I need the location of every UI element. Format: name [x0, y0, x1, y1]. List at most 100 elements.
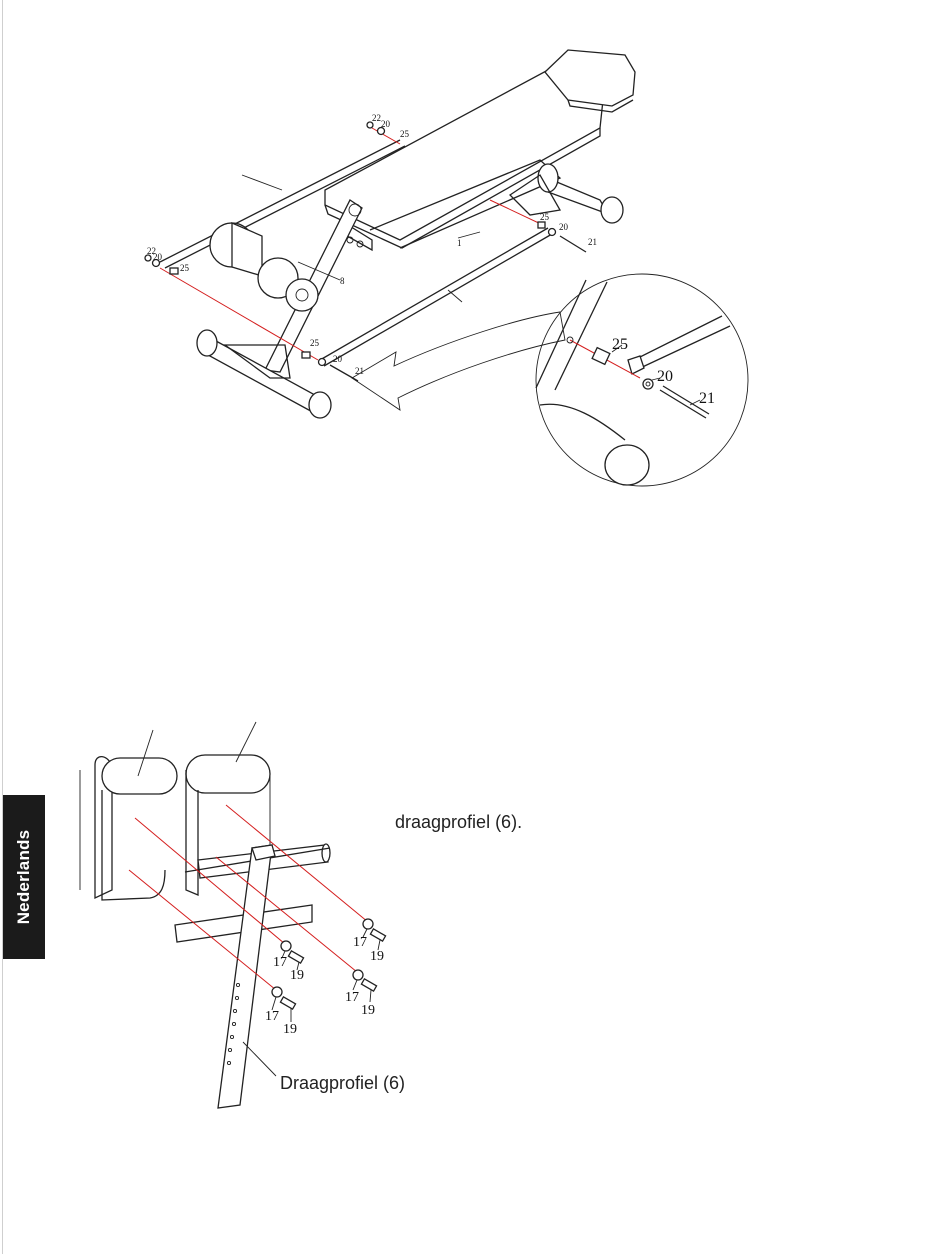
detail-callout-arrow — [352, 312, 565, 410]
upper-tube — [198, 845, 328, 878]
part-20: 20 — [333, 354, 343, 364]
detail-part-21: 21 — [699, 390, 715, 407]
language-tab-label: Nederlands — [14, 830, 34, 925]
washer — [281, 941, 291, 951]
spacer — [302, 352, 310, 358]
bench-assembly-diagram: 22 20 25 22 20 25 25 20 21 25 20 21 1 8 — [0, 0, 950, 520]
rear-foot-cap-right — [601, 197, 623, 223]
num-leader — [353, 980, 357, 990]
part-8: 8 — [340, 276, 345, 286]
profile-holes — [227, 983, 239, 1064]
num-leader — [297, 962, 299, 970]
bolt — [560, 236, 586, 252]
num-leader — [363, 929, 367, 937]
part-20: 20 — [153, 252, 163, 262]
right-pad-roll — [186, 755, 270, 793]
bolt — [330, 365, 358, 381]
part-20: 20 — [559, 222, 569, 232]
part-22: 22 — [372, 113, 381, 123]
washer — [363, 919, 373, 929]
support-profile-top — [252, 845, 275, 860]
detail-washer — [643, 379, 653, 389]
lower-rod — [320, 228, 548, 360]
part-17: 17 — [265, 1009, 279, 1024]
detail-rod-end — [628, 356, 644, 374]
detail-foot-cap — [605, 445, 649, 485]
part-25: 25 — [310, 338, 320, 348]
fastener-set-c — [353, 970, 377, 991]
detail-part-25: 25 — [612, 336, 628, 353]
part-25: 25 — [180, 263, 190, 273]
rod-leader — [448, 290, 462, 302]
fastener-set-b — [281, 941, 304, 963]
support-profile-label: Draagprofiel (6) — [280, 1073, 405, 1094]
front-foot-cap-right — [309, 392, 331, 418]
fastener-set-a — [363, 919, 386, 941]
spacer — [170, 268, 178, 274]
profile-hole — [227, 1061, 230, 1064]
bolt — [288, 951, 303, 963]
pad-leader — [138, 730, 153, 776]
detail-post — [555, 282, 607, 390]
bolt — [361, 979, 376, 991]
profile-hole — [232, 1022, 235, 1025]
num-leader — [272, 997, 276, 1010]
part-21: 21 — [588, 237, 597, 247]
part-25: 25 — [400, 129, 410, 139]
part-21: 21 — [355, 366, 364, 376]
part-19: 19 — [361, 1003, 375, 1018]
detail-rod-edge — [636, 326, 730, 370]
part-19: 19 — [290, 968, 304, 983]
spacer — [538, 222, 545, 228]
profile-hole — [228, 1048, 231, 1051]
leader-line — [226, 805, 368, 922]
detail-part-20: 20 — [657, 368, 673, 385]
num-leader — [370, 990, 371, 1002]
profile-hole — [235, 996, 238, 999]
washer — [272, 987, 282, 997]
bolt — [280, 997, 295, 1009]
pad-leader — [236, 722, 256, 762]
part-25: 25 — [540, 212, 550, 222]
front-foot-bar — [205, 335, 318, 415]
left-pad-body — [102, 790, 165, 900]
detail-spacer — [592, 348, 610, 365]
lower-rod-edge — [324, 234, 552, 366]
washer — [319, 359, 326, 366]
leader-line — [135, 818, 285, 944]
washer — [549, 229, 556, 236]
roller-back-body — [232, 223, 262, 276]
roller-front-end — [286, 279, 318, 311]
front-foot-cap-left — [197, 330, 217, 356]
leader-line — [372, 128, 400, 144]
left-pad-roll — [102, 758, 177, 794]
profile-hole — [230, 1035, 233, 1038]
right-pad-body — [186, 770, 198, 895]
part-17: 17 — [353, 935, 367, 950]
part-20: 20 — [381, 119, 391, 129]
profile-hole — [236, 983, 239, 986]
bracket-edge — [185, 848, 330, 872]
profile-leader — [243, 1042, 276, 1076]
part-1: 1 — [457, 238, 462, 248]
num-leader — [378, 940, 380, 950]
leader-line — [216, 857, 357, 972]
washer — [353, 970, 363, 980]
support-profile — [218, 845, 272, 1108]
part-17: 17 — [273, 955, 287, 970]
num-leader — [282, 951, 285, 958]
part-17: 17 — [345, 990, 359, 1005]
seat-pad — [325, 70, 603, 240]
leader-line — [490, 200, 545, 226]
detail-contents: 25 20 21 — [536, 280, 730, 485]
upper-tube-end — [322, 844, 330, 862]
bolt — [370, 929, 385, 941]
rod-leader — [242, 175, 282, 190]
part-19: 19 — [370, 949, 384, 964]
lower-bracket — [175, 905, 312, 942]
fastener-set-d — [272, 987, 296, 1009]
profile-hole — [233, 1009, 236, 1012]
detail-frame — [540, 404, 625, 440]
part-19: 19 — [283, 1022, 297, 1037]
